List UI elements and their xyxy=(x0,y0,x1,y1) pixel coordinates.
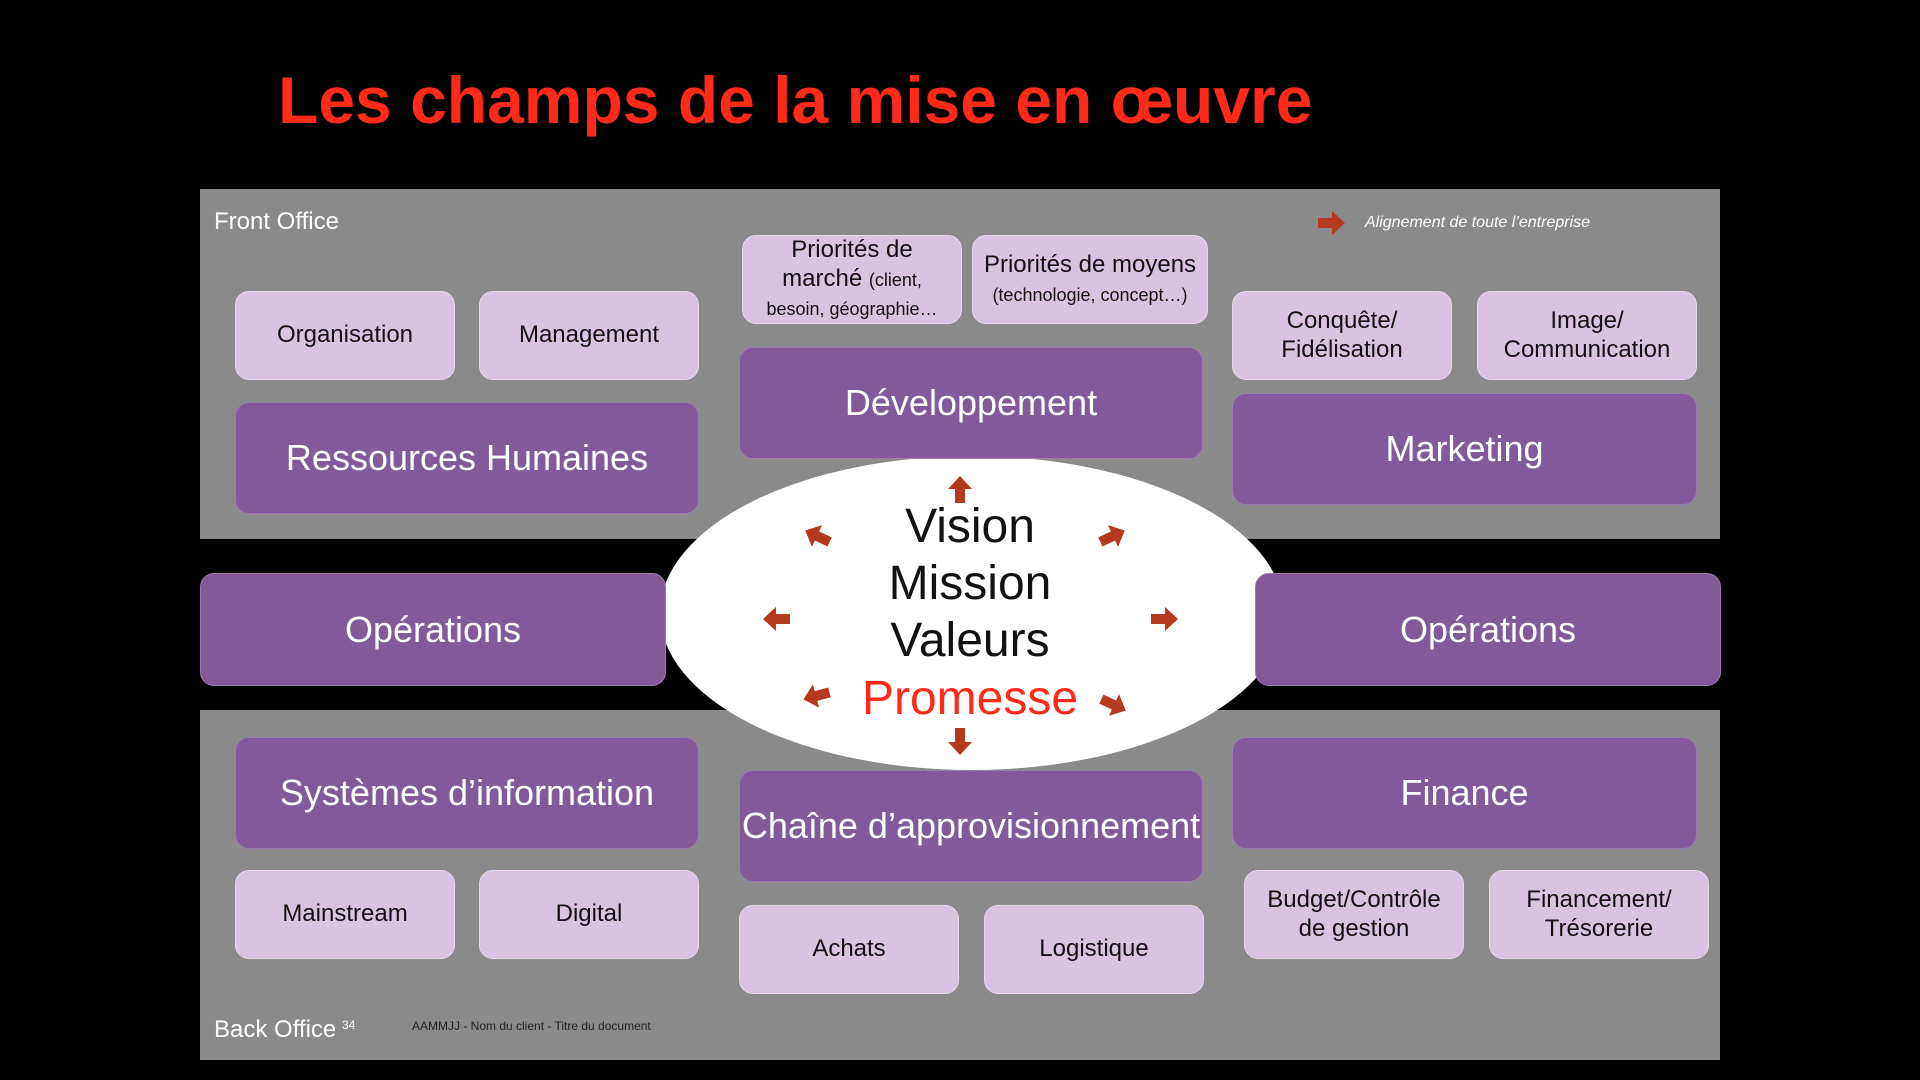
finance-label: Finance xyxy=(1400,772,1529,814)
arrow-up-icon xyxy=(948,476,972,503)
mainstream-box: Mainstream xyxy=(235,870,455,959)
developpement-box: Développement xyxy=(739,347,1203,459)
finance-box: Finance xyxy=(1232,737,1697,849)
arrow-right-icon xyxy=(1151,607,1178,631)
operations-left-box: Opérations xyxy=(200,573,666,686)
budget-box: Budget/Contrôle de gestion xyxy=(1244,870,1464,959)
priorites-moyens-detail: (technologie, concept…) xyxy=(992,284,1188,305)
organisation-box: Organisation xyxy=(235,291,455,380)
management-label: Management xyxy=(518,321,660,349)
front-office-label: Front Office xyxy=(214,208,339,235)
marketing-box: Marketing xyxy=(1232,393,1697,505)
digital-label: Digital xyxy=(555,900,623,928)
priorites-moyens-box: Priorités de moyens (technologie, concep… xyxy=(972,235,1208,324)
operations-right-box: Opérations xyxy=(1255,573,1721,686)
achats-label: Achats xyxy=(812,935,886,963)
systemes-information-label: Systèmes d’information xyxy=(279,772,655,814)
arrow-down-left-icon xyxy=(803,684,831,708)
arrow-left-icon xyxy=(763,607,790,631)
digital-box: Digital xyxy=(479,870,699,959)
priorites-marche-label: Priorités de marché xyxy=(782,236,913,293)
image-box: Image/ Communication xyxy=(1477,291,1697,380)
arrow-down-right-icon xyxy=(1099,694,1126,716)
priorites-marche-detail: (client, besoin, géographie… xyxy=(766,270,938,319)
core-promesse: Promesse xyxy=(861,672,1079,725)
legend-text: Alignement de toute l’entreprise xyxy=(1365,214,1591,231)
image-label: Image/ Communication xyxy=(1503,306,1671,363)
back-office-label: Back Office xyxy=(214,1016,337,1043)
management-box: Management xyxy=(479,291,699,380)
priorites-marche-box: Priorités de marché (client, besoin, géo… xyxy=(742,235,962,324)
priorites-moyens-label: Priorités de moyens xyxy=(983,250,1197,278)
arrow-down-icon xyxy=(948,728,972,755)
financement-label: Financement/ Trésorerie xyxy=(1526,885,1672,942)
core-valeurs: Valeurs xyxy=(890,614,1050,667)
core-vision: Vision xyxy=(905,500,1035,553)
conquete-label: Conquête/ Fidélisation xyxy=(1281,306,1403,363)
developpement-label: Développement xyxy=(844,382,1098,424)
ressources-humaines-label: Ressources Humaines xyxy=(285,437,649,479)
logistique-box: Logistique xyxy=(984,905,1204,994)
budget-label: Budget/Contrôle de gestion xyxy=(1267,885,1441,942)
systemes-information-box: Systèmes d’information xyxy=(235,737,699,849)
chaine-approvisionnement-label: Chaîne d’approvisionnement xyxy=(741,805,1201,847)
chaine-approvisionnement-box: Chaîne d’approvisionnement xyxy=(739,770,1203,882)
ressources-humaines-box: Ressources Humaines xyxy=(235,402,699,514)
financement-box: Financement/ Trésorerie xyxy=(1489,870,1709,959)
core-ellipse xyxy=(660,456,1284,770)
operations-right-label: Opérations xyxy=(1399,608,1577,650)
conquete-box: Conquête/ Fidélisation xyxy=(1232,291,1452,380)
organisation-label: Organisation xyxy=(276,321,414,349)
marketing-label: Marketing xyxy=(1385,428,1544,470)
core-mission: Mission xyxy=(888,557,1052,610)
footer-text: AAMMJJ - Nom du client - Titre du docume… xyxy=(412,1019,651,1033)
legend-arrow-icon xyxy=(1318,211,1345,235)
slide-title: Les champs de la mise en œuvre xyxy=(278,63,1313,137)
operations-left-label: Opérations xyxy=(344,608,522,650)
logistique-label: Logistique xyxy=(1039,935,1149,963)
arrow-up-left-icon xyxy=(805,525,832,547)
arrow-up-right-icon xyxy=(1098,525,1125,547)
page-number: 34 xyxy=(342,1018,356,1032)
achats-box: Achats xyxy=(739,905,959,994)
mainstream-label: Mainstream xyxy=(282,900,408,928)
